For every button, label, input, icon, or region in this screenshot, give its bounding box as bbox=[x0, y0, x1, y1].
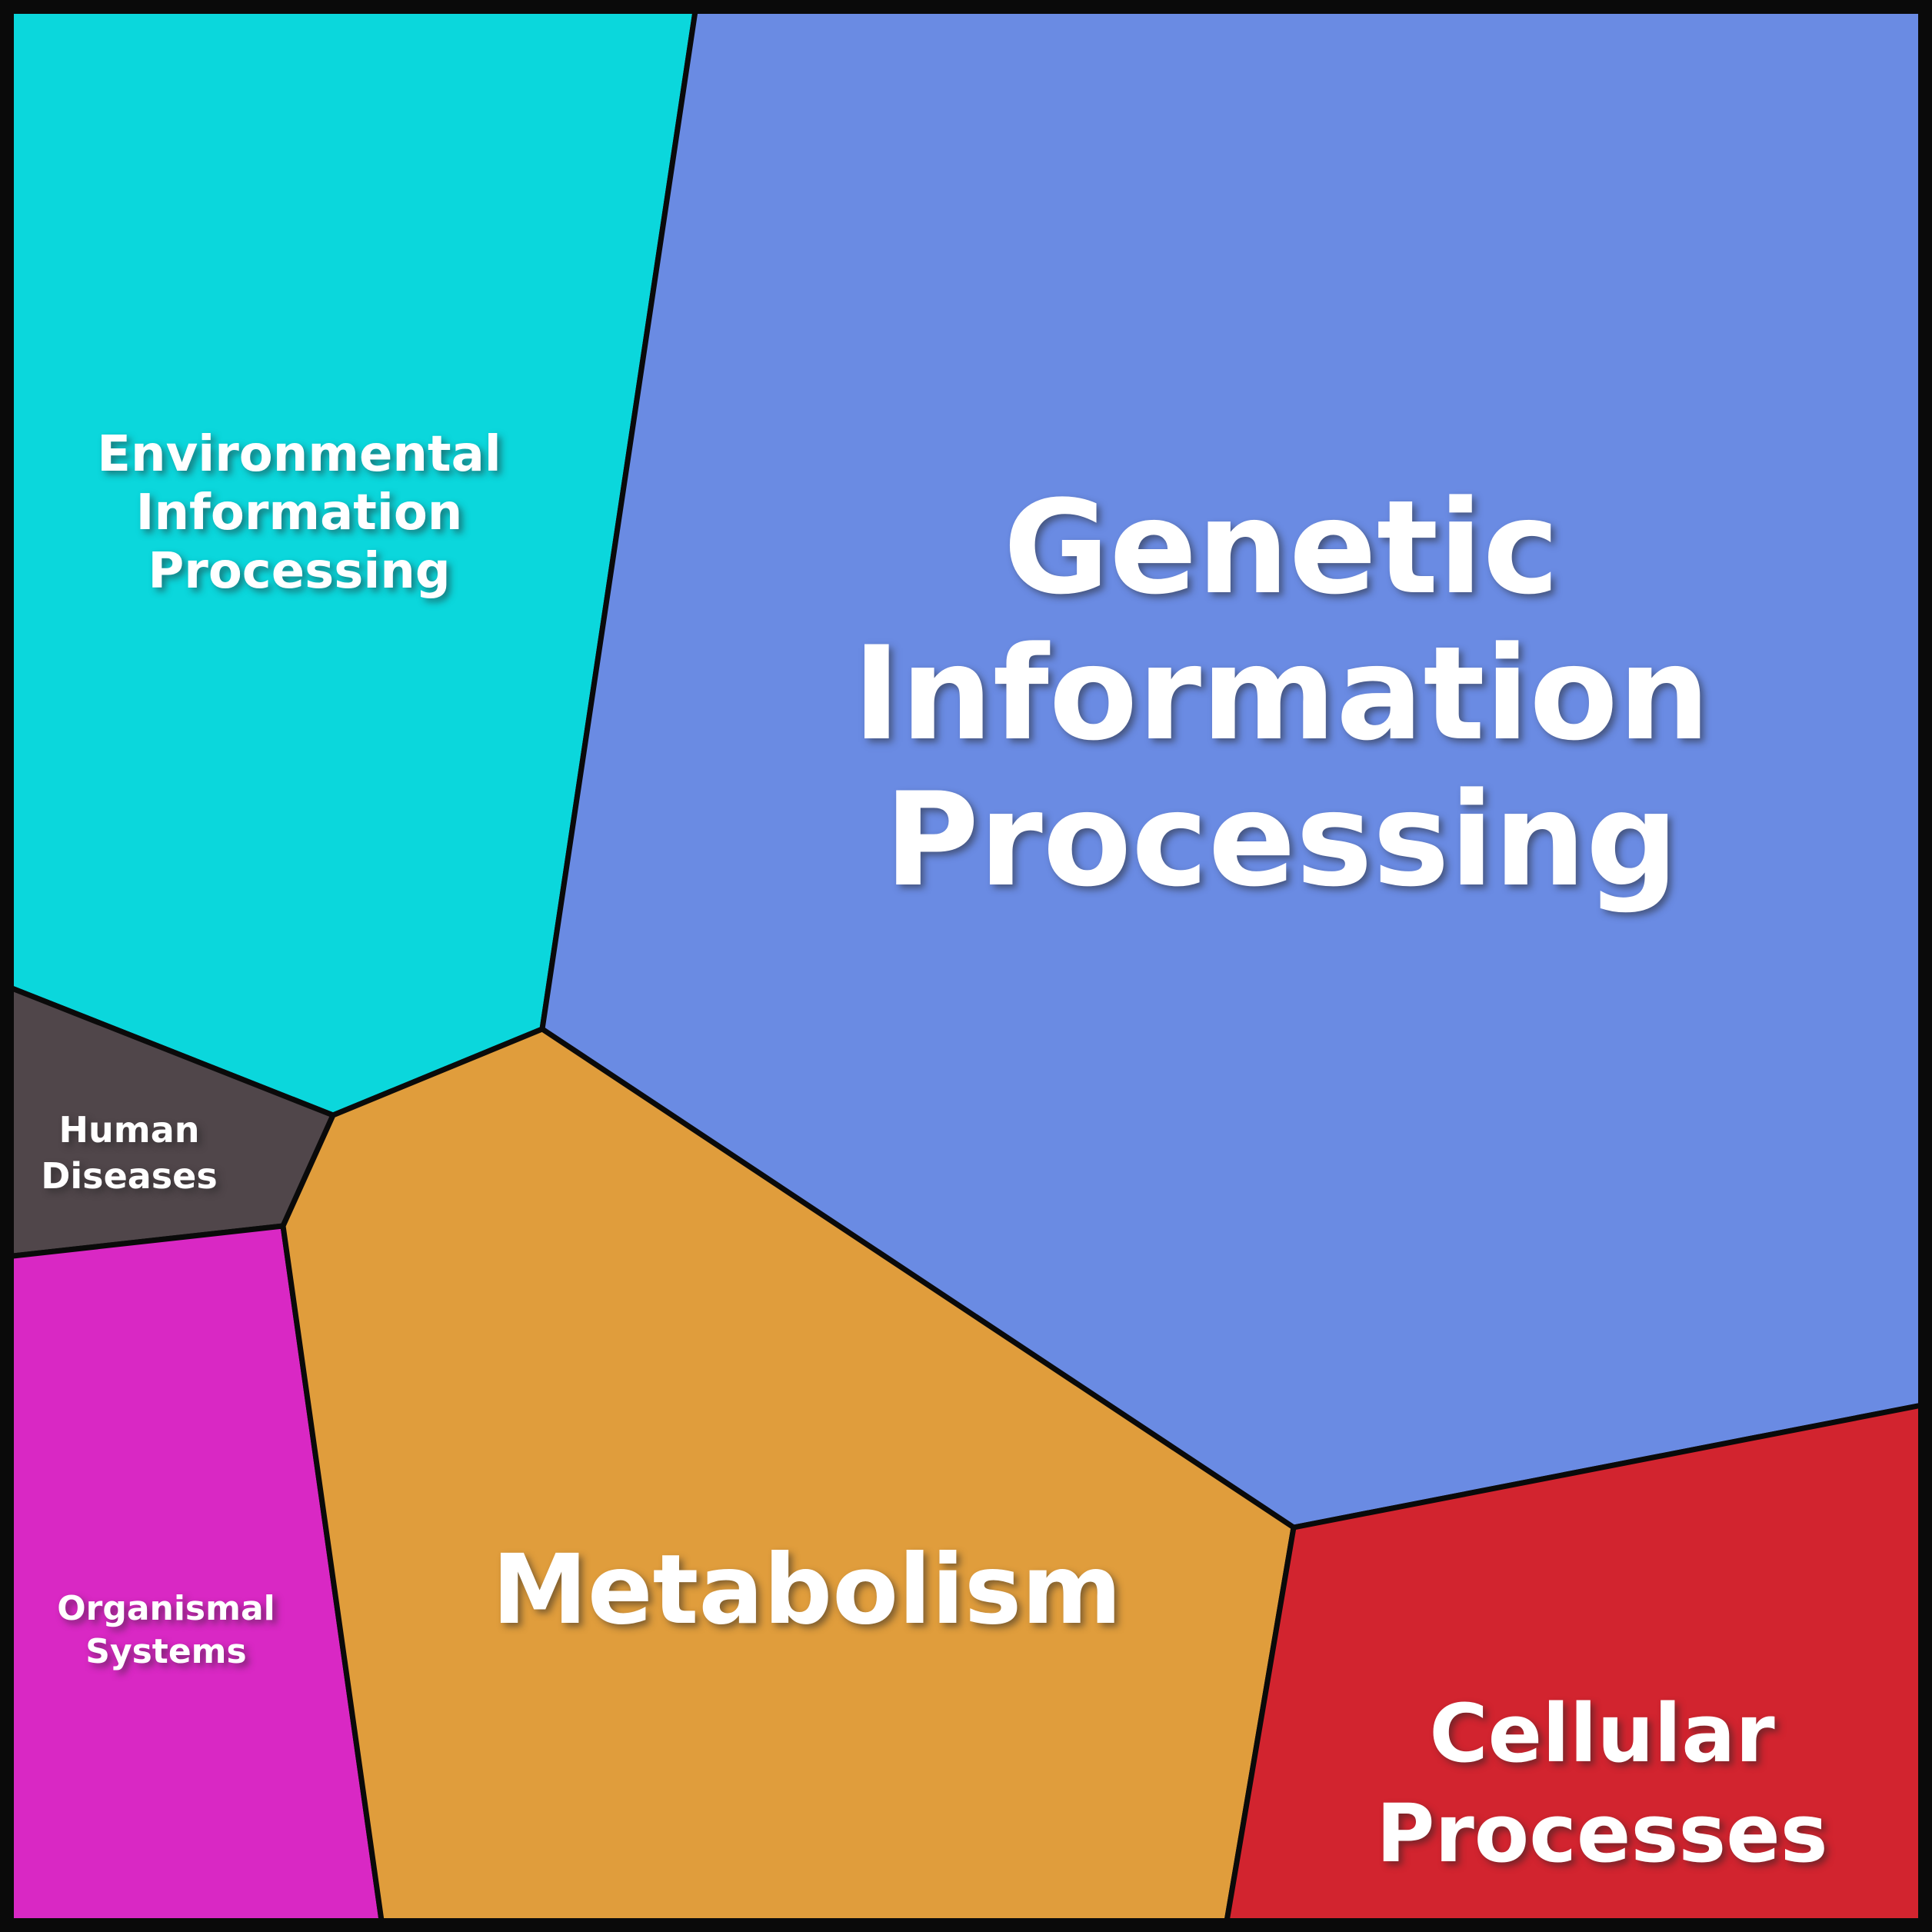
label-metabolism: Metabolism bbox=[492, 1534, 1122, 1646]
treemap-regions bbox=[3, 3, 1929, 1929]
